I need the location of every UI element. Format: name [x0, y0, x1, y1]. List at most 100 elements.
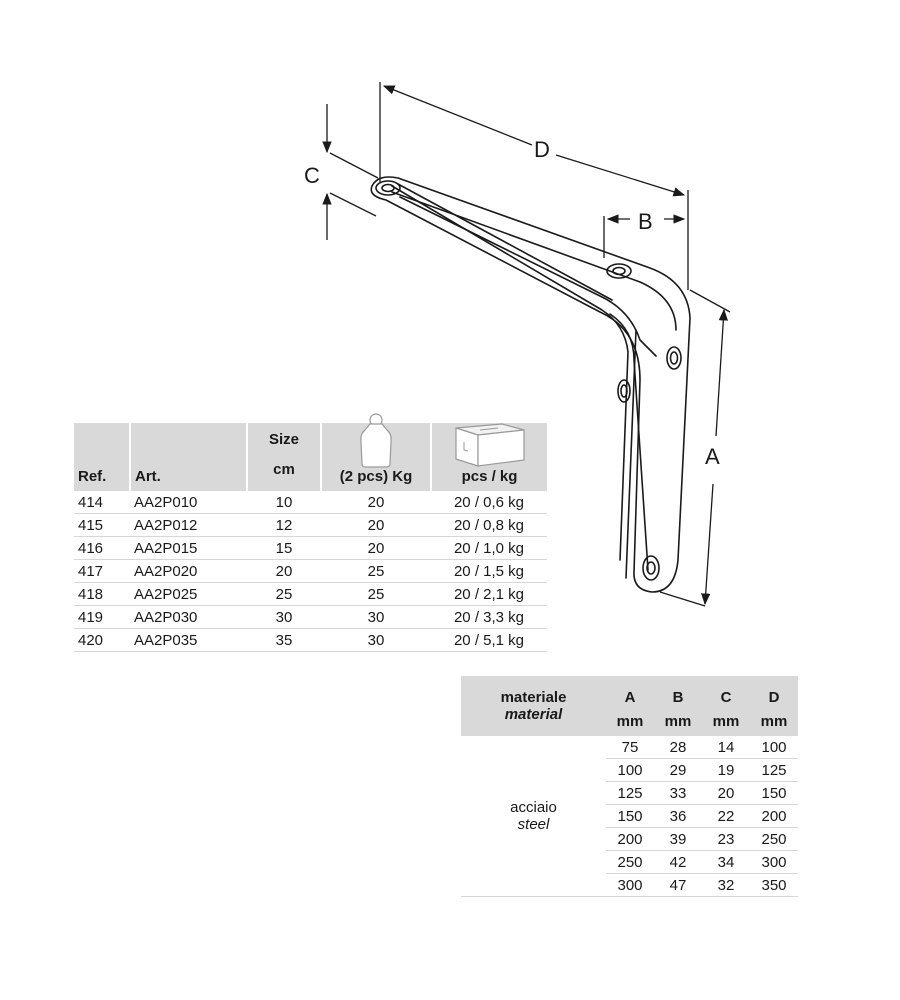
unit-a: mm [606, 706, 654, 736]
cell-a: 75 [606, 736, 654, 759]
screw-hole [642, 555, 660, 581]
cell-d: 300 [750, 850, 798, 874]
cell-pack: 20 / 1,0 kg [431, 536, 547, 560]
cell-c: 22 [702, 804, 750, 828]
header-pack-label: pcs / kg [461, 468, 518, 485]
header-size: Size cm [246, 423, 321, 491]
label-d: D [534, 137, 550, 162]
cell-pack: 20 / 5,1 kg [431, 628, 547, 652]
cell-size: 35 [247, 628, 321, 652]
table-row: 200 39 23 250 [461, 827, 798, 851]
weight-icon [360, 413, 392, 468]
table-row: 418 AA2P025 25 25 20 / 2,1 kg [74, 582, 547, 606]
cell-ref: 414 [74, 491, 130, 514]
cell-art: AA2P015 [130, 536, 247, 560]
table-row: 420 AA2P035 35 30 20 / 5,1 kg [74, 628, 547, 652]
header-load: (2 pcs) Kg [320, 413, 431, 491]
cell-c: 14 [702, 736, 750, 759]
header-size-unit: cm [273, 461, 295, 478]
table-row: 250 42 34 300 [461, 850, 798, 874]
cell-size: 25 [247, 582, 321, 606]
label-c: C [304, 163, 320, 188]
cell-c: 34 [702, 850, 750, 874]
cell-ref: 420 [74, 628, 130, 652]
cell-load: 20 [321, 513, 431, 537]
header-col-b: B [654, 676, 702, 706]
table-row: 300 47 32 350 [461, 873, 798, 897]
screw-hole [606, 263, 632, 279]
bracket-flange-inner [399, 196, 657, 357]
cell-load: 25 [321, 582, 431, 606]
table-row: 416 AA2P015 15 20 20 / 1,0 kg [74, 536, 547, 560]
material-value-en: steel [517, 816, 550, 833]
material-header-row: materiale material A B C D [461, 676, 798, 736]
cell-a: 200 [606, 827, 654, 851]
cell-b: 47 [654, 873, 702, 897]
cell-b: 33 [654, 781, 702, 805]
cell-load: 25 [321, 559, 431, 583]
cell-art: AA2P035 [130, 628, 247, 652]
bracket-outline [370, 176, 691, 593]
cell-b: 29 [654, 758, 702, 782]
header-material-en: material [504, 706, 563, 723]
header-material-it: materiale [500, 689, 567, 706]
table-row: 414 AA2P010 10 20 20 / 0,6 kg [74, 491, 547, 514]
cell-art: AA2P030 [130, 605, 247, 629]
box-icon [454, 423, 525, 467]
table-row: 150 36 22 200 [461, 804, 798, 828]
table-row: acciaio steel 75 28 14 100 [461, 736, 798, 897]
cell-art: AA2P012 [130, 513, 247, 537]
cell-d: 150 [750, 781, 798, 805]
cell-b: 36 [654, 804, 702, 828]
table-row: 100 29 19 125 [461, 758, 798, 782]
table-row: 419 AA2P030 30 30 20 / 3,3 kg [74, 605, 547, 629]
bracket-rib [391, 185, 629, 561]
header-pack: pcs / kg [430, 423, 547, 491]
cell-d: 100 [750, 736, 798, 759]
cell-load: 20 [321, 491, 431, 514]
bracket-flange-top [391, 191, 677, 331]
unit-b: mm [654, 706, 702, 736]
cell-ref: 415 [74, 513, 130, 537]
unit-c: mm [702, 706, 750, 736]
dimension-line-d [382, 85, 533, 146]
material-unit-row: mm mm mm mm [461, 706, 798, 736]
material-value-it: acciaio [510, 799, 557, 816]
label-b: B [638, 209, 653, 234]
table-row: 125 33 20 150 [461, 781, 798, 805]
cell-b: 42 [654, 850, 702, 874]
screw-hole [617, 379, 631, 403]
cell-pack: 20 / 1,5 kg [431, 559, 547, 583]
cell-a: 250 [606, 850, 654, 874]
cell-load: 30 [321, 628, 431, 652]
cell-size: 20 [247, 559, 321, 583]
cell-d: 250 [750, 827, 798, 851]
cell-pack: 20 / 3,3 kg [431, 605, 547, 629]
cell-a: 300 [606, 873, 654, 897]
cell-art: AA2P020 [130, 559, 247, 583]
cell-size: 15 [247, 536, 321, 560]
product-spec-table: Ref. Art. Size cm (2 pcs) Kg [74, 413, 547, 652]
cell-art: AA2P010 [130, 491, 247, 514]
label-a: A [705, 444, 720, 469]
cell-ref: 418 [74, 582, 130, 606]
cell-c: 32 [702, 873, 750, 897]
cell-load: 20 [321, 536, 431, 560]
header-col-d: D [750, 676, 798, 706]
cell-a: 100 [606, 758, 654, 782]
cell-b: 28 [654, 736, 702, 759]
cell-pack: 20 / 0,6 kg [431, 491, 547, 514]
cell-load: 30 [321, 605, 431, 629]
header-col-a: A [606, 676, 654, 706]
spec-header-row: Ref. Art. Size cm (2 pcs) Kg [74, 413, 547, 491]
dimension-line-a [715, 308, 729, 437]
header-load-label: (2 pcs) Kg [339, 468, 413, 485]
cell-size: 10 [247, 491, 321, 514]
header-art: Art. [129, 423, 247, 491]
unit-d: mm [750, 706, 798, 736]
header-ref: Ref. [74, 423, 130, 491]
screw-hole [375, 180, 401, 196]
header-material: materiale material [461, 676, 606, 736]
cell-ref: 416 [74, 536, 130, 560]
cell-d: 200 [750, 804, 798, 828]
